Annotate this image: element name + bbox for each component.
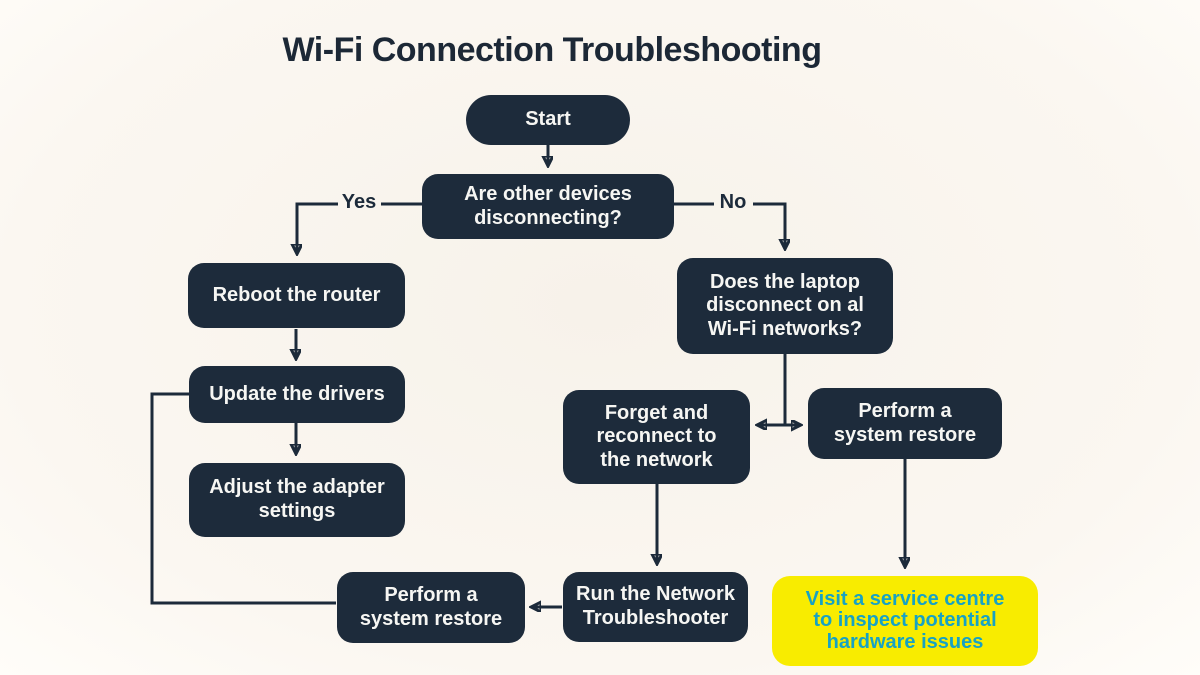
arrow-no-to-laptop	[753, 202, 785, 247]
node-question-other-devices: Are other devices disconnecting?	[422, 174, 674, 239]
node-question-laptop-all-networks: Does the laptop disconnect on al Wi-Fi n…	[677, 258, 893, 354]
node-system-restore-bottom: Perform a system restore	[337, 572, 525, 643]
arrow-yes-to-reboot	[297, 202, 338, 252]
node-adjust-adapter-settings: Adjust the adapter settings	[189, 463, 405, 537]
edge-label-no: No	[719, 191, 747, 213]
node-start: Start	[466, 95, 630, 145]
node-forget-reconnect: Forget and reconnect to the network	[563, 390, 750, 484]
node-visit-service-centre: Visit a service centre to inspect potent…	[772, 576, 1038, 666]
node-reboot-router: Reboot the router	[188, 263, 405, 328]
node-update-drivers: Update the drivers	[189, 366, 405, 423]
edge-label-yes: Yes	[341, 191, 377, 213]
line-update-loop-to-restore	[150, 392, 336, 605]
page-title: Wi-Fi Connection Troubleshooting	[282, 31, 822, 69]
node-run-network-troubleshooter: Run the Network Troubleshooter	[563, 572, 748, 642]
node-system-restore-right: Perform a system restore	[808, 388, 1002, 459]
